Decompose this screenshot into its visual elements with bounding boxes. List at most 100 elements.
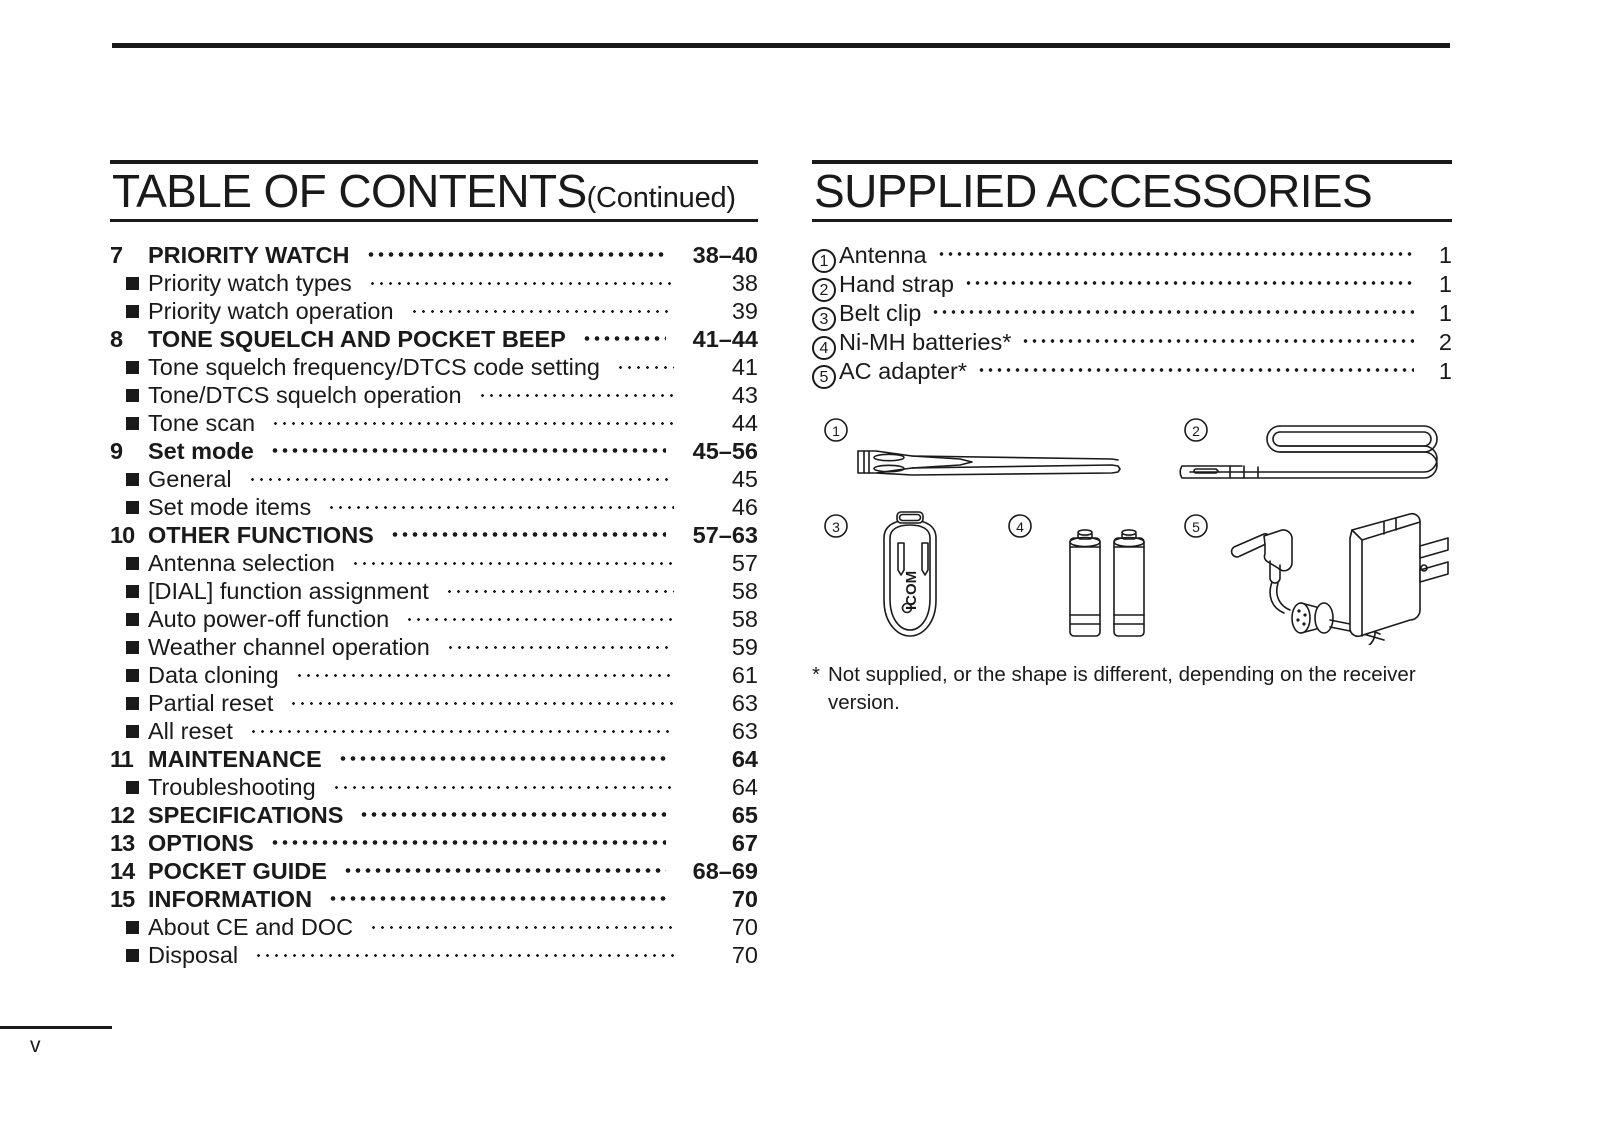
dot-leader xyxy=(327,491,674,515)
toc-subitem-row[interactable]: Data cloning 61 xyxy=(110,659,758,688)
toc-entry-label: Auto power-off function xyxy=(148,605,390,632)
square-bullet-icon xyxy=(126,472,139,486)
toc-subitem-row[interactable]: General 45 xyxy=(110,463,758,492)
svg-text:2: 2 xyxy=(1192,423,1200,439)
toc-page-number: 68–69 xyxy=(692,857,758,884)
toc-entry-label: MAINTENANCE xyxy=(148,745,322,772)
toc-page-number: 38 xyxy=(731,269,758,296)
toc-entry-label: Tone squelch frequency/DTCS code setting xyxy=(148,353,600,380)
dot-leader xyxy=(389,519,666,543)
dot-leader xyxy=(328,883,666,907)
toc-page-number: 67 xyxy=(731,829,758,856)
toc-entry-label: PRIORITY WATCH xyxy=(148,241,350,268)
toc-entry-label: Data cloning xyxy=(148,661,279,688)
toc-subitem-row[interactable]: Antenna selection 57 xyxy=(110,547,758,576)
toc-page-number: 45 xyxy=(731,465,758,492)
square-bullet-icon xyxy=(126,640,139,654)
svg-text:1: 1 xyxy=(832,423,840,439)
accessories-heading-rule-top xyxy=(812,160,1452,164)
page-number: v xyxy=(30,1034,41,1057)
dot-leader xyxy=(342,855,666,879)
figure-marker-belt-clip-icon: 3 xyxy=(824,514,848,539)
toc-subitem-row[interactable]: Auto power-off function 58 xyxy=(110,603,758,632)
circled-number-icon: 3 xyxy=(812,306,836,331)
toc-section-number: 12 xyxy=(110,801,135,828)
dot-leader xyxy=(271,407,674,431)
toc-page-number: 58 xyxy=(731,605,758,632)
toc-entry-label: OPTIONS xyxy=(148,829,254,856)
toc-entry-label: General xyxy=(148,465,232,492)
toc-page-number: 44 xyxy=(731,409,758,436)
toc-bullet-cell xyxy=(110,276,148,291)
accessories-heading-block: SUPPLIED ACCESSORIES xyxy=(812,160,1452,223)
dot-leader xyxy=(445,631,674,655)
toc-section-row[interactable]: 13 OPTIONS 67 xyxy=(110,827,758,856)
toc-page-number: 46 xyxy=(731,493,758,520)
svg-text:ICOM: ICOM xyxy=(903,571,920,610)
toc-bullet-cell xyxy=(110,640,148,655)
toc-page-number: 39 xyxy=(731,297,758,324)
toc-bullet-cell xyxy=(110,724,148,739)
battery-cell-1 xyxy=(1069,529,1101,638)
toc-section-number: 13 xyxy=(110,829,135,856)
toc-entry-label: Set mode xyxy=(148,437,254,464)
toc-bullet-cell xyxy=(110,920,148,935)
accessories-heading-text: SUPPLIED ACCESSORIES xyxy=(814,165,1373,217)
toc-bullet-cell xyxy=(110,360,148,375)
ac-adapter-illustration xyxy=(1230,513,1449,646)
toc-title: TABLE OF CONTENTS xyxy=(112,165,587,217)
dot-leader xyxy=(294,659,674,683)
dot-leader xyxy=(337,743,666,767)
toc-bullet-cell xyxy=(110,696,148,711)
dot-leader xyxy=(365,239,667,263)
toc-subitem-row[interactable]: Tone squelch frequency/DTCS code setting… xyxy=(110,351,758,380)
footnote-marker: * xyxy=(812,663,820,687)
toc-page-number: 61 xyxy=(731,661,758,688)
toc-page-number: 64 xyxy=(731,745,758,772)
toc-page-number: 57 xyxy=(731,549,758,576)
dot-leader xyxy=(248,715,674,739)
square-bullet-icon xyxy=(126,556,139,570)
toc-entry-label: TONE SQUELCH AND POCKET BEEP xyxy=(148,325,566,352)
toc-entry-label: POCKET GUIDE xyxy=(148,857,327,884)
dot-leader xyxy=(581,323,666,347)
square-bullet-icon xyxy=(126,584,139,598)
toc-page-number: 45–56 xyxy=(692,437,758,464)
accessory-label: Hand strap xyxy=(839,270,954,297)
toc-entry-label: Antenna selection xyxy=(148,549,335,576)
antenna-illustration xyxy=(857,450,1121,477)
toc-entry-label: Partial reset xyxy=(148,689,274,716)
square-bullet-icon xyxy=(126,948,139,962)
toc-bullet-cell xyxy=(110,500,148,515)
toc-title-continued: (Continued) xyxy=(586,182,737,214)
dot-leader xyxy=(254,939,674,963)
accessory-quantity: 2 xyxy=(1438,328,1452,355)
circled-number-icon: 4 xyxy=(812,335,836,360)
toc-bullet-cell xyxy=(110,472,148,487)
toc-entry-label: Troubleshooting xyxy=(148,773,316,800)
